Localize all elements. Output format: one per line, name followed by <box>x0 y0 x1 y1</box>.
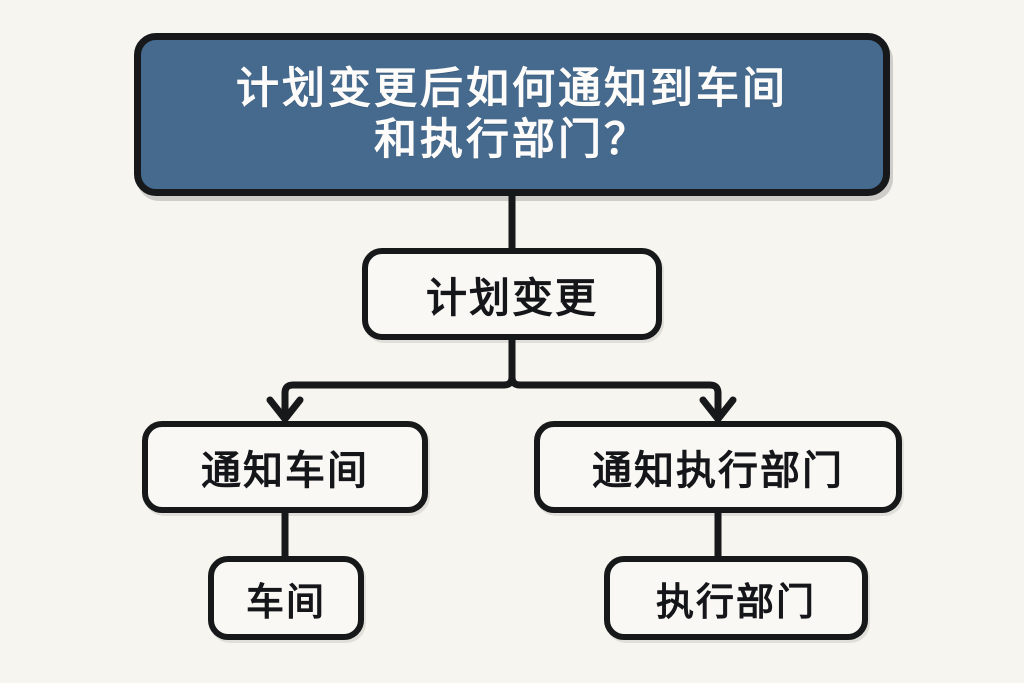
arrowhead-notify-workshop <box>266 396 304 423</box>
node-workshop-label: 车间 <box>245 581 326 624</box>
node-workshop[interactable]: 车间 <box>208 556 364 640</box>
node-plan-change-label: 计划变更 <box>426 275 598 321</box>
edge-plan-to-notify-dept <box>508 336 722 422</box>
diagram-title-line-1: 计划变更后如何通知到车间 <box>236 64 788 113</box>
edge-plan-to-notify-workshop <box>281 336 516 422</box>
arrowhead-notify-dept <box>699 396 737 423</box>
node-notify-dept[interactable]: 通知执行部门 <box>534 421 902 513</box>
node-dept[interactable]: 执行部门 <box>604 556 868 640</box>
node-plan-change[interactable]: 计划变更 <box>362 248 662 340</box>
node-dept-label: 执行部门 <box>655 581 816 624</box>
diagram-title-line-2: 和执行部门？ <box>374 115 650 164</box>
node-notify-dept-label: 通知执行部门 <box>592 449 844 493</box>
diagram-title-node: 计划变更后如何通知到车间 和执行部门？ <box>134 33 890 196</box>
node-notify-workshop-label: 通知车间 <box>201 449 369 493</box>
node-notify-workshop[interactable]: 通知车间 <box>142 421 428 513</box>
